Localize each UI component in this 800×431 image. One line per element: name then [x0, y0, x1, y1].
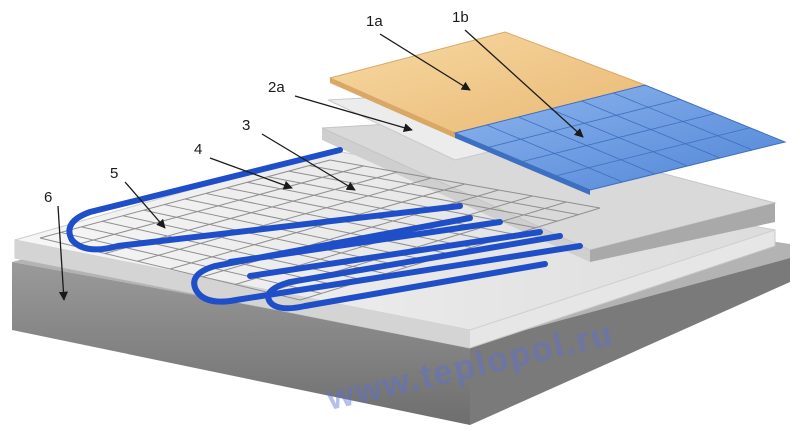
leader-5 [124, 181, 166, 229]
label-1b: 1b [452, 9, 469, 26]
leader-lines [57, 29, 584, 301]
leader-6 [57, 205, 69, 301]
tile-grid-line [488, 98, 681, 148]
label-4: 4 [194, 141, 202, 158]
leader-1a [379, 33, 471, 91]
mesh-line [169, 183, 466, 270]
tile-grid-line [556, 127, 751, 177]
label-3: 3 [242, 117, 250, 134]
screed-block [321, 119, 777, 262]
leader-1b [464, 29, 584, 138]
label-2a: 2a [268, 79, 285, 96]
leader-2a [294, 95, 413, 133]
leader-4 [209, 157, 293, 190]
tile-grid-line [522, 113, 716, 162]
leader-3 [261, 133, 356, 191]
mesh-line [39, 159, 331, 239]
label-1a: 1a [366, 13, 383, 30]
pipe-loop [66, 147, 583, 312]
heating-pipe [66, 147, 583, 312]
mesh-line [72, 165, 364, 247]
mesh-line [137, 177, 432, 262]
label-5: 5 [110, 165, 118, 182]
tile-finish [453, 84, 787, 195]
label-6: 6 [44, 189, 52, 206]
